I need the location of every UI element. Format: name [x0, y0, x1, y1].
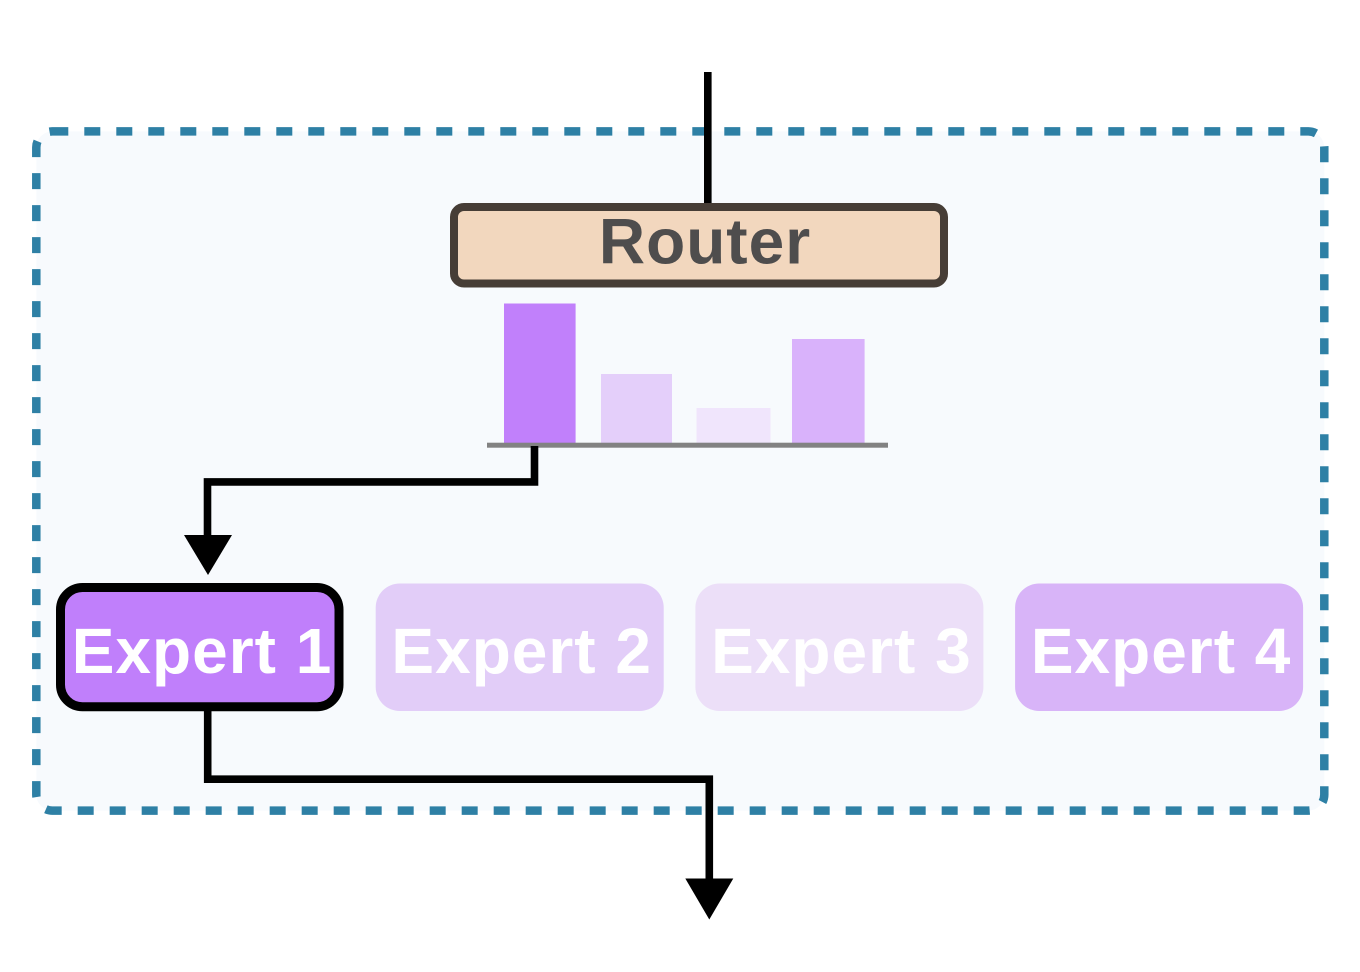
svg-text:Expert 3: Expert 3: [711, 615, 972, 687]
svg-text:Expert 2: Expert 2: [391, 615, 652, 687]
svg-text:Expert 1: Expert 1: [72, 615, 333, 687]
svg-text:Expert 4: Expert 4: [1031, 615, 1292, 687]
svg-text:Router: Router: [599, 206, 811, 278]
